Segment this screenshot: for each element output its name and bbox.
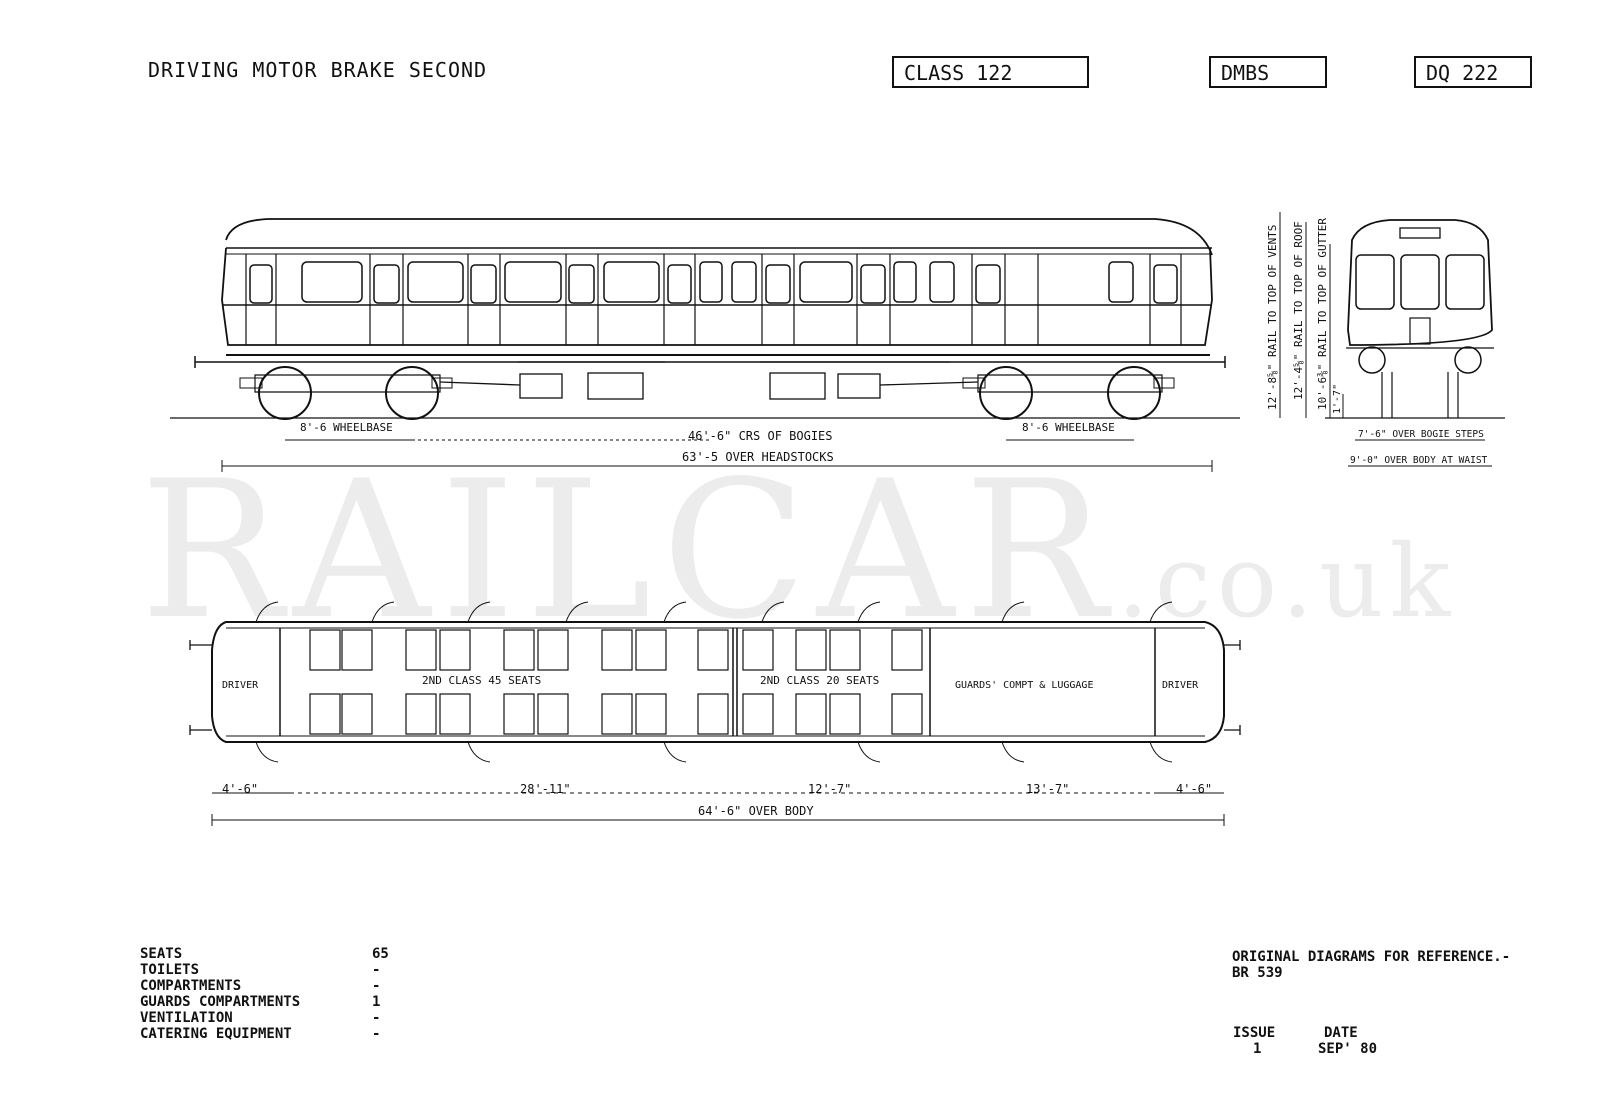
dim-wheelbase-right: 8'-6 WHEELBASE (1022, 421, 1115, 434)
watermark-suffix: .co.uk (1117, 523, 1457, 640)
issue-value: 1 (1253, 1041, 1262, 1057)
wheel (979, 366, 1033, 420)
label-second-class-45: 2ND CLASS 45 SEATS (422, 674, 541, 687)
dim-saloon-20: 12'-7" (808, 782, 851, 796)
stat-label: GUARDS COMPARTMENTS (140, 994, 301, 1010)
side-doors (245, 254, 1182, 345)
label-driver-right: DRIVER (1162, 680, 1199, 691)
stat-value: - (372, 962, 381, 978)
wheel (1107, 366, 1161, 420)
dim-over-body: 64'-6" OVER BODY (698, 804, 814, 818)
partitions (279, 628, 1156, 736)
reference-line-2: BR 539 (1232, 965, 1283, 981)
stats-row: VENTILATION - (140, 1010, 389, 1026)
label-guards: GUARDS' COMPT & LUGGAGE (955, 680, 1093, 691)
stat-value: 1 (372, 994, 381, 1010)
stat-value: 65 (372, 946, 389, 962)
dim-rail-to-gutter: 10'-6⅜" RAIL TO TOP OF GUTTER (1316, 218, 1329, 410)
end-dimension-lines (1279, 212, 1492, 467)
stat-value: - (372, 978, 381, 994)
stats-row: SEATS 65 (140, 946, 389, 962)
plan-view: DRIVER 2ND CLASS 45 SEATS 2ND CLASS 20 S… (189, 601, 1241, 826)
issue-label: ISSUE (1233, 1025, 1276, 1041)
dim-rail-to-roof: 12'-4⅝" RAIL TO TOP OF ROOF (1292, 221, 1305, 400)
stat-value: - (372, 1026, 381, 1042)
watermark-main: RAILCAR (140, 440, 1118, 661)
label-driver-left: DRIVER (222, 680, 259, 691)
dim-rail-to-vents: 12'-8⅝" RAIL TO TOP OF VENTS (1266, 225, 1279, 410)
plan-outline (211, 621, 1225, 743)
end-window (1445, 254, 1485, 310)
end-window (1400, 254, 1440, 310)
dim-left-end: 4'-6" (222, 782, 258, 796)
label-second-class-20: 2ND CLASS 20 SEATS (760, 674, 879, 687)
wheel (258, 366, 312, 420)
date-value: SEP' 80 (1318, 1041, 1378, 1057)
buffer (1358, 346, 1386, 374)
dim-guards: 13'-7" (1026, 782, 1069, 796)
class-label-box: CLASS 122 (892, 56, 1089, 88)
roof-outline (225, 218, 1213, 256)
stat-label: SEATS (140, 946, 183, 962)
end-window (1355, 254, 1395, 310)
stats-row: CATERING EQUIPMENT - (140, 1026, 389, 1042)
date-block: DATE SEP' 80 (1318, 1025, 1377, 1057)
stat-label: CATERING EQUIPMENT (140, 1026, 292, 1042)
buffer (1454, 346, 1482, 374)
bogies (239, 366, 1175, 420)
plan-dimension-lines (211, 792, 1225, 826)
reference-line-1: ORIGINAL DIAGRAMS FOR REFERENCE.- (1232, 949, 1511, 965)
end-elevation: 12'-8⅝" RAIL TO TOP OF VENTS 12'-4⅝" RAI… (1266, 212, 1505, 467)
dim-wheelbase-left: 8'-6 WHEELBASE (300, 421, 393, 434)
stats-row: TOILETS - (140, 962, 389, 978)
underframe-equipment (439, 361, 979, 400)
reference-block: ORIGINAL DIAGRAMS FOR REFERENCE.- BR 539 (1232, 949, 1510, 981)
side-windows (249, 261, 1178, 304)
dim-over-bogie-steps: 7'-6" OVER BOGIE STEPS (1358, 429, 1484, 440)
stat-label: TOILETS (140, 962, 200, 978)
destination-box (1399, 227, 1441, 239)
diagram-code-box: DQ 222 (1414, 56, 1532, 88)
stats-row: COMPARTMENTS - (140, 978, 389, 994)
stats-table: SEATS 65 TOILETS - COMPARTMENTS - GUARDS CO… (140, 946, 389, 1042)
dim-step-height: 1'-7" (1332, 384, 1343, 414)
stat-value: - (372, 1010, 381, 1026)
stats-row: GUARDS COMPARTMENTS 1 (140, 994, 389, 1010)
door-arcs (255, 601, 1173, 763)
type-code-box: DMBS (1209, 56, 1327, 88)
wheel (385, 366, 439, 420)
date-label: DATE (1324, 1025, 1358, 1041)
dim-over-body-waist: 9'-0" OVER BODY AT WAIST (1350, 455, 1488, 466)
end-outline (1347, 219, 1493, 346)
stat-label: VENTILATION (140, 1010, 233, 1026)
dim-saloon-45: 28'-11" (520, 782, 571, 796)
dim-over-headstocks: 63'-5 OVER HEADSTOCKS (682, 450, 834, 464)
dim-right-end: 4'-6" (1176, 782, 1212, 796)
side-dimension-lines (221, 439, 1213, 472)
bogie-steps (1381, 372, 1459, 418)
side-elevation: 8'-6 WHEELBASE 46'-6" CRS OF BOGIES 8'-6… (170, 218, 1240, 472)
body-outline (221, 247, 1213, 346)
stat-label: COMPARTMENTS (140, 978, 242, 994)
issue-block: ISSUE 1 (1233, 1025, 1275, 1057)
diagram-title: DRIVING MOTOR BRAKE SECOND (148, 58, 488, 82)
watermark: RAILCAR.co.uk (140, 440, 1456, 661)
seat-bays (309, 629, 923, 735)
dim-bogie-centres: 46'-6" CRS OF BOGIES (688, 429, 833, 443)
